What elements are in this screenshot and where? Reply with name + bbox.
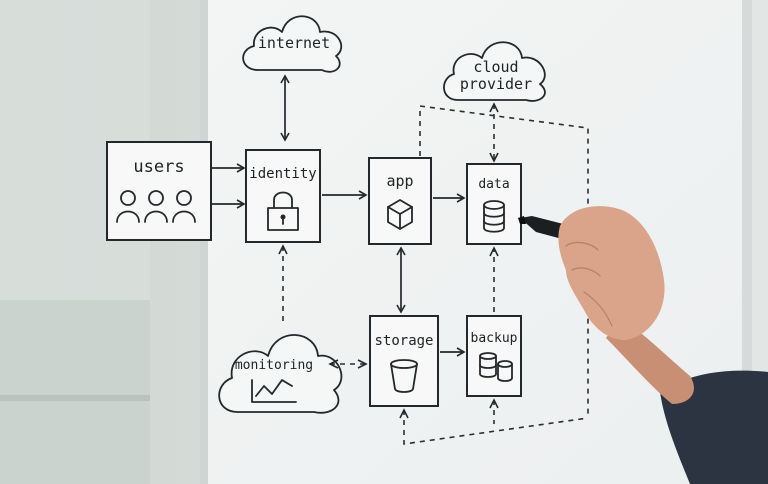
storage-label: storage — [374, 333, 433, 349]
storage-node: storage — [369, 315, 439, 407]
cube-icon — [387, 199, 413, 230]
monitoring-cloud-icon — [218, 334, 343, 414]
identity-node: identity — [245, 149, 321, 243]
board-frame-left — [200, 0, 208, 484]
data-box — [466, 163, 522, 245]
backup-bottom-arrowhead — [489, 398, 499, 409]
identity-box — [245, 149, 321, 243]
database-stack-icon — [479, 352, 513, 382]
backup-node: backup — [466, 315, 522, 397]
storage-box — [369, 315, 439, 407]
users-node: users — [106, 141, 212, 241]
board-frame-right — [742, 0, 752, 484]
monitoring-storage-arrowhead-left — [328, 359, 339, 369]
backup-box — [466, 315, 522, 397]
palm-crease — [583, 291, 613, 327]
finger-crease — [565, 241, 599, 251]
cloud-provider-node: cloud provider — [443, 41, 546, 102]
marker-tip — [518, 216, 526, 224]
monitoring-node: monitoring — [218, 334, 343, 414]
data-node: data — [466, 163, 522, 245]
hand-with-marker — [518, 206, 768, 484]
cloud-provider-label-line2: provider — [460, 75, 532, 93]
app-node: app — [368, 157, 432, 245]
monitoring-label: monitoring — [235, 358, 313, 373]
cloud-provider-cloud-icon — [443, 41, 546, 102]
identity-label: identity — [249, 166, 316, 182]
cloud-data-arrowhead-top — [489, 102, 499, 113]
data-label: data — [478, 177, 509, 192]
database-icon — [483, 200, 505, 233]
monitoring-storage-arrowhead-right — [357, 359, 368, 369]
bottom-loop-arrowhead-storage — [399, 408, 409, 419]
internet-label: internet — [258, 34, 330, 52]
backup-data-arrowhead — [489, 246, 499, 257]
identity-monitoring-arrowhead — [278, 244, 288, 255]
backup-label: backup — [471, 331, 518, 346]
knuckle-crease — [571, 267, 601, 277]
bottom-loop-dashed — [403, 410, 589, 445]
app-label: app — [386, 172, 413, 190]
railing-bar — [0, 395, 150, 401]
background-railing — [0, 300, 150, 484]
cloud-data-arrowhead-bottom — [489, 152, 499, 163]
internet-node: internet — [242, 15, 342, 73]
users-icon — [116, 190, 196, 223]
users-label: users — [133, 157, 184, 177]
bucket-icon — [390, 359, 418, 393]
cloud-provider-label-line1: cloud — [473, 58, 518, 76]
lock-icon — [267, 191, 299, 231]
hand — [558, 206, 665, 340]
internet-cloud-icon — [242, 15, 342, 73]
chart-trend-icon — [251, 379, 297, 403]
